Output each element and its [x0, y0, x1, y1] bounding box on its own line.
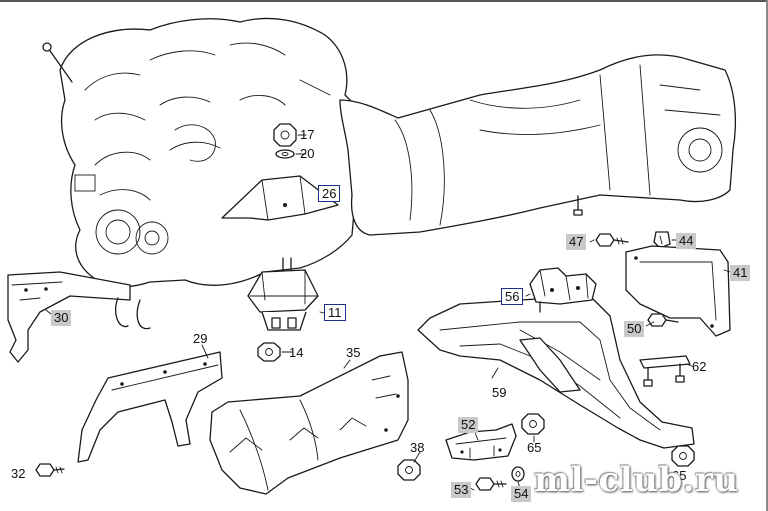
- callout-26: 26: [318, 185, 341, 202]
- callout-56: 56: [501, 288, 524, 305]
- callout-17: 17: [300, 127, 315, 142]
- washer-54: [511, 466, 525, 482]
- callout-30: 30: [51, 310, 72, 326]
- washer-20: [275, 149, 295, 159]
- bolt-53: [475, 477, 507, 491]
- nut-38: [397, 459, 421, 481]
- bolt-47: [595, 233, 629, 247]
- callout-52: 52: [458, 417, 479, 433]
- link-62: [639, 355, 691, 387]
- right-border: [766, 0, 768, 511]
- callout-32: 32: [11, 466, 26, 481]
- site-watermark: ml-club.ru: [534, 460, 739, 500]
- nut-65-left: [521, 413, 545, 435]
- callout-44: 44: [676, 233, 697, 249]
- callout-14: 14: [289, 345, 304, 360]
- nut-14: [257, 342, 281, 362]
- transmission: [339, 54, 737, 236]
- callout-62: 62: [692, 359, 707, 374]
- callout-20: 20: [300, 146, 315, 161]
- callout-47: 47: [566, 234, 587, 250]
- callout-65-right: 65: [672, 468, 687, 483]
- nut-17: [273, 123, 297, 147]
- callout-65-left: 65: [527, 440, 542, 455]
- callout-54: 54: [511, 486, 532, 502]
- bolt-32: [35, 463, 65, 477]
- bracket-29: [77, 351, 223, 463]
- engine-mount-11: [247, 257, 319, 331]
- callout-53: 53: [451, 482, 472, 498]
- callout-41: 41: [730, 265, 751, 281]
- top-border: [0, 0, 768, 2]
- callout-38: 38: [410, 440, 425, 455]
- callout-11: 11: [324, 304, 346, 321]
- nut-44: [653, 231, 671, 249]
- bracket-26: [221, 175, 339, 221]
- callout-50: 50: [624, 321, 645, 337]
- callout-35: 35: [346, 345, 361, 360]
- engine-block: [42, 17, 366, 288]
- crossmember-59: [417, 295, 695, 449]
- bracket-30: [7, 271, 151, 363]
- nut-65-right: [671, 445, 695, 467]
- bracket-52: [445, 423, 517, 461]
- transmission-mount-56: [529, 267, 597, 313]
- callout-59: 59: [492, 385, 507, 400]
- heat-shield-35: [209, 351, 409, 495]
- bracket-41: [625, 245, 731, 337]
- callout-29: 29: [193, 331, 208, 346]
